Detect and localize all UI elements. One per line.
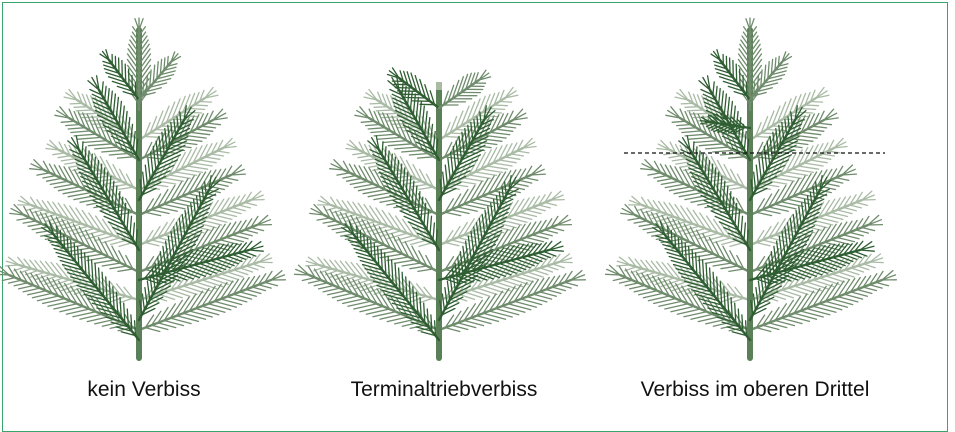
tree (606, 18, 897, 358)
caption-terminal-browsing: Terminaltriebverbiss (289, 378, 599, 402)
terminal-leader (127, 18, 150, 110)
top-whorl-right (750, 52, 791, 100)
tree-panel-upper-third-browsing: Verbiss im oberen Drittel (600, 0, 910, 420)
branch-axis (439, 80, 479, 108)
tree-panel-no-browsing: kein Verbiss (0, 0, 299, 420)
tree (295, 68, 586, 358)
tree (0, 18, 285, 358)
caption-no-browsing: kein Verbiss (0, 378, 299, 402)
terminal-leader (738, 18, 761, 110)
tree-illustration-terminal-browsed (289, 0, 599, 370)
browsed-terminal-stub (436, 82, 442, 90)
caption-upper-third-browsing: Verbiss im oberen Drittel (600, 378, 910, 402)
tree-illustration-intact (0, 0, 299, 370)
tree-panel-terminal-browsing: Terminaltriebverbiss (289, 0, 599, 420)
upper-side-shoot-left (388, 68, 440, 108)
top-whorl-right (139, 52, 180, 100)
tree-illustration-upper-third-browsed (600, 0, 910, 370)
